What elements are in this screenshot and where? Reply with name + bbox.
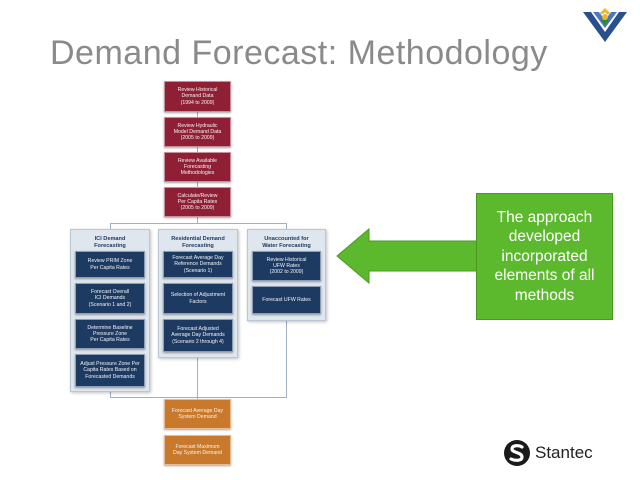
residential-step-3: Forecast Adjusted Average Day Demands (S… xyxy=(163,319,233,352)
residential-step-2: Selection of Adjustment Factors xyxy=(163,283,233,314)
stantec-s-logo-icon xyxy=(504,440,530,466)
ici-step-2: Forecast Overall ICI Demands (Scenario 1… xyxy=(75,283,145,314)
residential-panel-heading: Residential Demand Forecasting xyxy=(171,236,225,249)
flow-step-average-day: Forecast Average Day System Demand xyxy=(164,399,231,429)
connector-right-drop xyxy=(286,223,287,231)
slide-title: Demand Forecast: Methodology xyxy=(50,34,548,72)
ici-step-4: Adjust Pressure Zone Per Capita Rates Ba… xyxy=(75,354,145,387)
stantec-wordmark: Stantec xyxy=(535,443,593,462)
flow-step-calculate-per-capita: Calculate/Review Per Capita Rates (2005 … xyxy=(164,187,231,217)
flow-step-review-methodologies: Review Available Forecasting Methodologi… xyxy=(164,152,231,182)
ufw-panel-heading: Unaccounted for Water Forecasting xyxy=(262,236,311,249)
approach-callout: The approach developed incorporated elem… xyxy=(476,193,613,320)
stantec-logo: Stantec xyxy=(503,436,593,470)
ufw-step-2: Forecast UFW Rates xyxy=(252,286,321,314)
ici-panel-heading: ICI Demand Forecasting xyxy=(94,236,126,249)
connector-mid-bottom xyxy=(197,356,198,400)
connector-left-bottom xyxy=(110,390,111,398)
connector-left-drop xyxy=(110,223,111,231)
flow-step-review-historical: Review Historical Demand Data (1994 to 2… xyxy=(164,81,231,112)
ufw-step-1: Review Historical UFW Rates (2002 to 200… xyxy=(252,251,321,281)
ici-step-1: Review PRIM Zone Per Capita Rates xyxy=(75,251,145,278)
residential-step-1: Forecast Average Day Reference Demands (… xyxy=(163,251,233,278)
flow-step-review-hydraulic: Review Hydraulic Model Demand Data (2005… xyxy=(164,117,231,147)
connector-right-bottom xyxy=(286,321,287,398)
ici-step-3: Determine Baseline Pressure Zone Per Cap… xyxy=(75,319,145,349)
green-arrow-icon xyxy=(336,227,479,285)
flow-step-maximum-day: Forecast Maximum Day System Demand xyxy=(164,435,231,465)
shield-chevron-logo-icon xyxy=(583,8,627,42)
connector-bottom-horizontal xyxy=(110,397,286,398)
connector-top-horizontal xyxy=(110,223,286,224)
